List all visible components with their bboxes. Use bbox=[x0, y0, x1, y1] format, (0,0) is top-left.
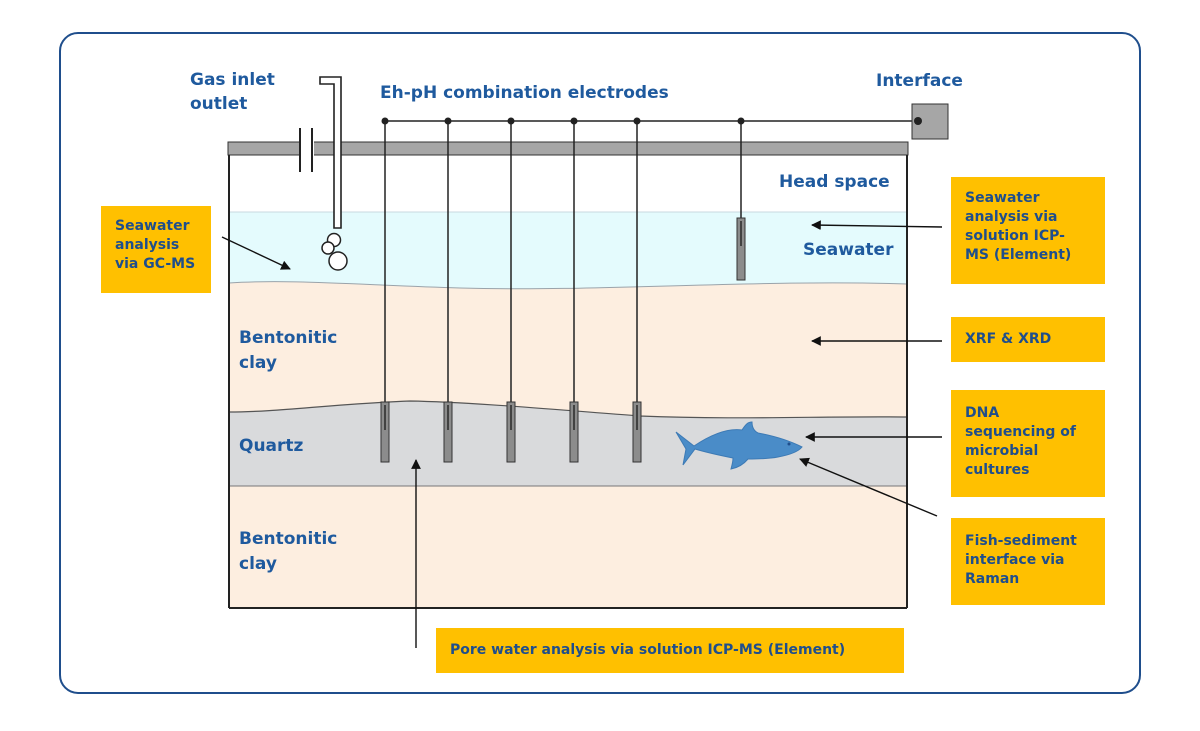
upper-clay-line-1: Bentonitic bbox=[239, 328, 338, 348]
dna-line-4: cultures bbox=[965, 462, 1030, 478]
interface-label: Interface bbox=[876, 71, 963, 91]
gcms-line-2: analysis bbox=[115, 237, 180, 253]
lower-clay-line-1: Bentonitic bbox=[239, 529, 338, 549]
gas-tube-icon bbox=[319, 76, 348, 271]
interface-box-icon bbox=[911, 103, 949, 140]
icpms-seawater-line-4: MS (Element) bbox=[965, 247, 1072, 263]
electrodes-label: Eh-pH combination electrodes bbox=[380, 83, 669, 103]
outer-frame bbox=[59, 32, 1141, 694]
upper-clay-layer bbox=[229, 281, 907, 418]
gcms-analysis-box: Seawater analysis via GC-MS bbox=[101, 206, 211, 293]
xrf-xrd-line-1: XRF & XRD bbox=[965, 331, 1052, 347]
raman-line-3: Raman bbox=[965, 571, 1020, 587]
gas-inlet-label: Gas inlet outlet bbox=[190, 68, 275, 116]
arrow-raman bbox=[799, 457, 938, 517]
raman-box: Fish-sediment interface via Raman bbox=[951, 518, 1105, 605]
dna-sequencing-box: DNA sequencing of microbial cultures bbox=[951, 390, 1105, 497]
electrode-4 bbox=[569, 117, 579, 463]
upper-clay-label: Bentonitic clay bbox=[239, 326, 337, 376]
icpms-seawater-line-1: Seawater bbox=[965, 190, 1040, 206]
dna-line-3: microbial bbox=[965, 443, 1039, 459]
lower-clay-layer bbox=[229, 486, 907, 608]
interface-node-icon bbox=[914, 117, 922, 125]
gas-valve-icon bbox=[299, 128, 314, 172]
dna-line-1: DNA bbox=[965, 405, 1000, 421]
icpms-seawater-box: Seawater analysis via solution ICP- MS (… bbox=[951, 177, 1105, 284]
electrode-2 bbox=[443, 117, 453, 463]
gas-outlet-text: outlet bbox=[190, 94, 248, 114]
seawater-label: Seawater bbox=[803, 240, 894, 260]
icpms-seawater-line-3: solution ICP- bbox=[965, 228, 1065, 244]
tank-lid bbox=[227, 141, 909, 156]
upper-clay-line-2: clay bbox=[239, 353, 277, 373]
lower-clay-line-2: clay bbox=[239, 554, 277, 574]
head-space-layer bbox=[229, 155, 907, 215]
arrow-gcms bbox=[221, 236, 291, 270]
raman-line-1: Fish-sediment bbox=[965, 533, 1077, 549]
quartz-label: Quartz bbox=[239, 436, 304, 456]
clay-quartz-boundary bbox=[228, 400, 908, 419]
dna-line-2: sequencing of bbox=[965, 424, 1076, 440]
head-space-label: Head space bbox=[779, 172, 890, 192]
electrode-5 bbox=[632, 117, 642, 463]
raman-line-2: interface via bbox=[965, 552, 1065, 568]
gcms-line-1: Seawater bbox=[115, 218, 190, 234]
seawater-clay-boundary bbox=[228, 281, 908, 290]
electrode-1 bbox=[380, 117, 390, 463]
lower-clay-label: Bentonitic clay bbox=[239, 527, 337, 577]
fish-icon bbox=[675, 421, 803, 470]
arrow-icpms-seawater bbox=[811, 220, 943, 231]
pore-water-line-1: Pore water analysis via solution ICP-MS … bbox=[450, 642, 846, 658]
pore-water-box: Pore water analysis via solution ICP-MS … bbox=[436, 628, 904, 673]
icpms-seawater-line-2: analysis via bbox=[965, 209, 1058, 225]
electrode-6-seawater bbox=[736, 117, 746, 281]
gas-inlet-text: Gas inlet bbox=[190, 70, 275, 90]
gcms-line-3: via GC-MS bbox=[115, 256, 196, 272]
xrf-xrd-box: XRF & XRD bbox=[951, 317, 1105, 362]
electrode-3 bbox=[506, 117, 516, 463]
